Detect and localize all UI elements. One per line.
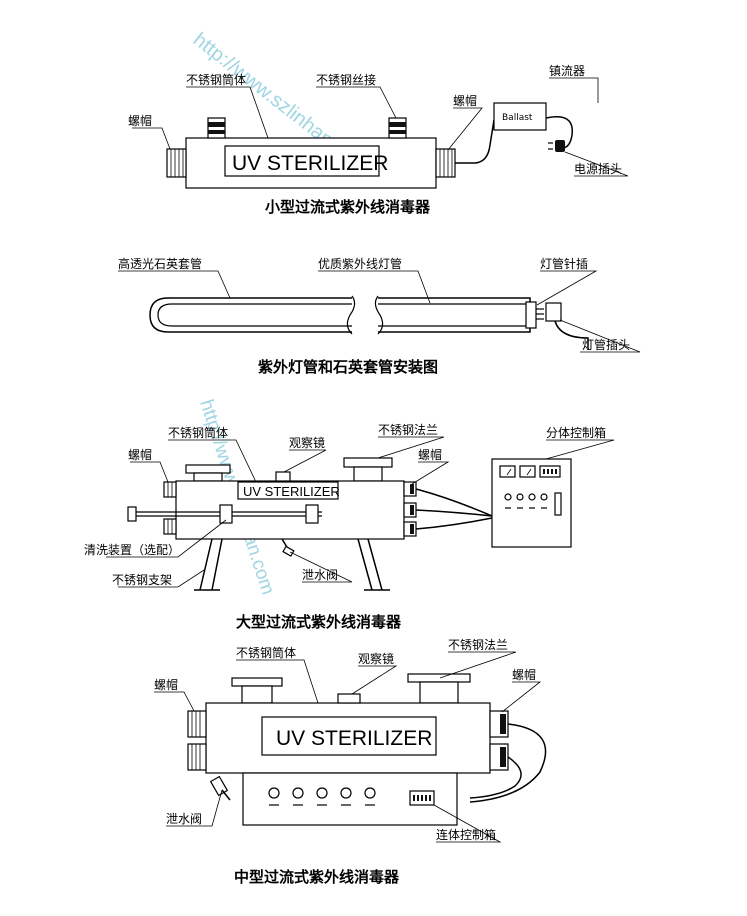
lamp-plug-cable xyxy=(554,320,589,350)
small-cable xyxy=(455,119,495,164)
large-cap-right-2 xyxy=(403,502,417,518)
large-window xyxy=(275,471,291,482)
label-small-wire: 不锈钢丝接 xyxy=(316,72,376,87)
large-panel-text: UV STERILIZER xyxy=(243,484,340,499)
label-plug: 电源插头 xyxy=(574,162,622,176)
label-medium-cabinet: 连体控制箱 xyxy=(436,827,496,842)
label-uv-lamp: 优质紫外线灯管 xyxy=(318,256,402,271)
small-connector-1 xyxy=(207,117,226,139)
medium-sterilizer: UV STERILIZER xyxy=(154,638,547,886)
label-medium-cap-left: 螺帽 xyxy=(154,677,178,692)
label-large-cap-left: 螺帽 xyxy=(128,447,152,462)
medium-window xyxy=(337,693,361,704)
caption-lamp: 紫外灯管和石英套管安装图 xyxy=(258,358,438,376)
label-ballast: 镇流器 xyxy=(549,64,585,78)
medium-cap-right-top xyxy=(489,710,509,738)
medium-control-display xyxy=(409,790,435,806)
small-cap-left xyxy=(166,148,187,178)
caption-small: 小型过流式紫外线消毒器 xyxy=(265,198,431,216)
plug-icon xyxy=(548,140,565,152)
medium-panel-text: UV STERILIZER xyxy=(276,727,432,750)
label-small-body: 不锈钢筒体 xyxy=(186,72,246,87)
label-medium-flange: 不锈钢法兰 xyxy=(448,638,508,652)
medium-cap-left-bottom xyxy=(187,743,207,771)
label-quartz-sleeve: 高透光石英套管 xyxy=(118,256,202,271)
small-sterilizer: UV STERILIZER Ballast 不锈钢筒体 不锈钢丝接 螺帽 螺帽 … xyxy=(128,64,629,216)
label-medium-window: 观察镜 xyxy=(358,651,394,666)
label-medium-cap-right: 螺帽 xyxy=(512,667,536,682)
medium-control-buttons xyxy=(268,787,376,806)
label-medium-body: 不锈钢筒体 xyxy=(236,645,296,660)
small-panel xyxy=(224,145,380,177)
large-cap-right-1 xyxy=(403,481,417,497)
lamp-pin-holder xyxy=(525,301,537,329)
label-lamp-plug: 灯管插头 xyxy=(582,337,630,352)
caption-large: 大型过流式紫外线消毒器 xyxy=(236,613,402,631)
power-cord xyxy=(545,116,573,149)
large-cap-left-top xyxy=(163,481,177,498)
medium-cable-2 xyxy=(469,756,522,799)
label-large-drain: 泄水阀 xyxy=(302,568,338,582)
lamp-plug xyxy=(545,302,562,322)
large-cabinet-meters xyxy=(499,465,561,478)
small-connector-2 xyxy=(388,117,407,139)
label-large-window: 观察镜 xyxy=(289,435,325,450)
label-lamp-pin: 灯管针插 xyxy=(540,256,588,271)
cleaning-device xyxy=(127,504,322,524)
large-cabinet-buttons xyxy=(504,492,562,516)
small-cap-right xyxy=(435,148,456,178)
label-cleaning-device: 清洗装置（选配） xyxy=(84,543,180,557)
lamp-assembly: 高透光石英套管 优质紫外线灯管 灯管针插 灯管插头 紫外灯管和石英套管安装图 xyxy=(118,256,641,376)
ballast-text: Ballast xyxy=(502,113,533,123)
ballast-box xyxy=(493,102,547,131)
large-stand xyxy=(194,538,390,591)
label-large-cabinet: 分体控制箱 xyxy=(546,425,606,440)
medium-cap-right-bottom xyxy=(489,743,509,771)
large-flange-right xyxy=(343,457,393,482)
label-large-cap-right: 螺帽 xyxy=(418,447,442,462)
label-stand: 不锈钢支架 xyxy=(112,573,172,587)
large-cap-right-3 xyxy=(403,521,417,537)
label-large-flange: 不锈钢法兰 xyxy=(378,423,438,437)
medium-panel xyxy=(261,716,437,756)
large-cap-left-bottom xyxy=(163,518,177,535)
medium-drain-valve xyxy=(209,775,231,801)
large-drain-valve xyxy=(281,538,295,557)
label-small-cap-right: 螺帽 xyxy=(453,93,477,108)
label-large-body: 不锈钢筒体 xyxy=(168,425,228,440)
label-medium-drain: 泄水阀 xyxy=(166,812,202,826)
medium-flange-left xyxy=(231,677,283,704)
quartz-sleeve-right xyxy=(378,297,531,333)
medium-cap-left-top xyxy=(187,710,207,738)
caption-medium: 中型过流式紫外线消毒器 xyxy=(234,868,400,886)
large-panel xyxy=(237,481,339,500)
medium-cable-1 xyxy=(469,723,547,803)
large-cables xyxy=(415,488,493,530)
medium-flange-right xyxy=(407,673,471,704)
quartz-sleeve-left xyxy=(149,297,352,333)
small-panel-text: UV STERILIZER xyxy=(232,152,388,175)
label-small-cap-left: 螺帽 xyxy=(128,113,152,128)
large-sterilizer: UV STERILIZER xyxy=(84,423,615,631)
